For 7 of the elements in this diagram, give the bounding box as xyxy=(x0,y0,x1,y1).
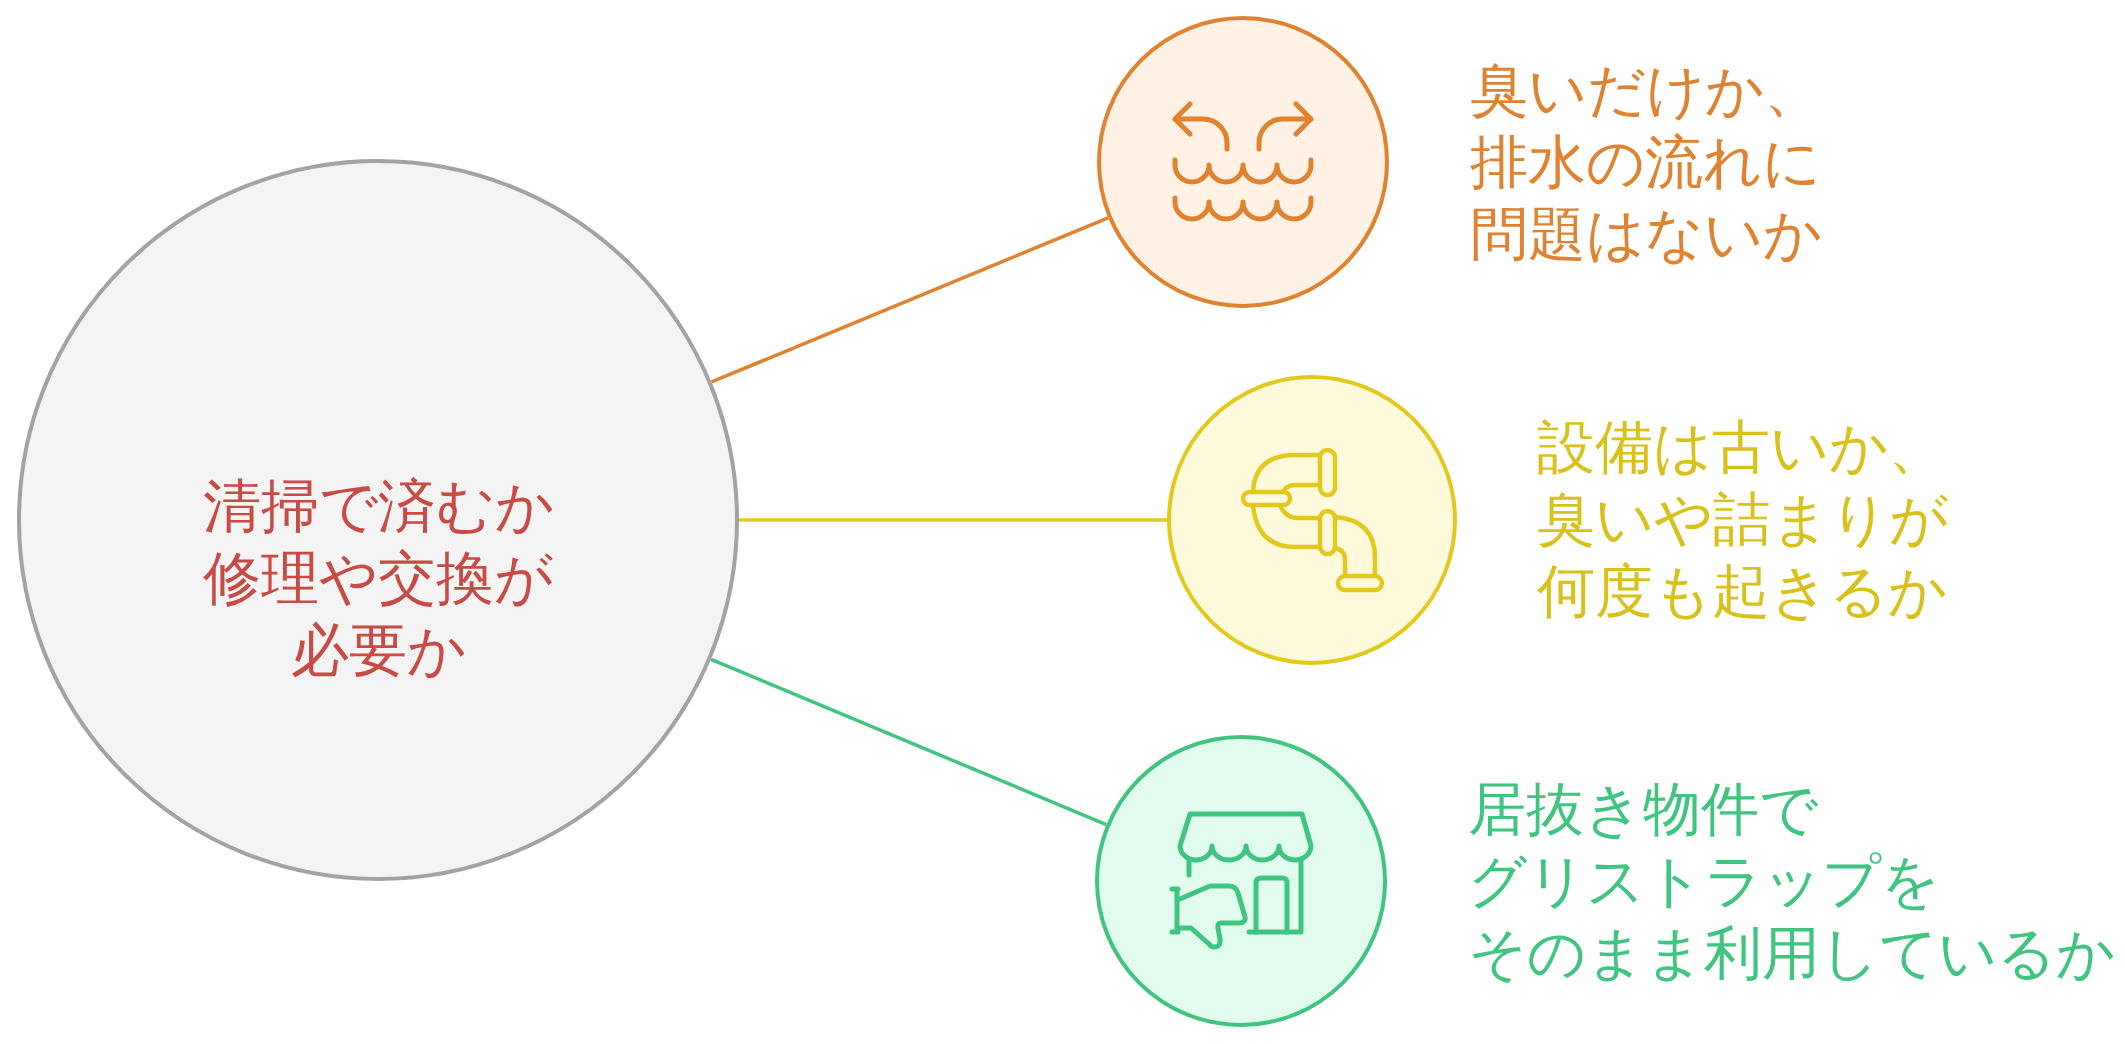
question-text: 居抜き物件でグリストラップをそのまま利用しているか xyxy=(1468,774,2115,989)
connector-line xyxy=(739,518,1167,522)
question-text: 臭いだけか、排水の流れに問題はないか xyxy=(1470,55,1822,270)
connector-line xyxy=(710,657,1107,827)
question-text: 清掃で済むか修理や交換が必要か xyxy=(202,471,554,686)
connector-line xyxy=(710,216,1109,384)
question-text: 設備は古いか、臭いや詰まりが何度も起きるか xyxy=(1537,412,1948,627)
